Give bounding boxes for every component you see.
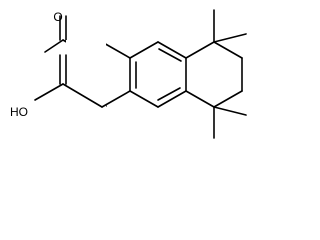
aromatic-double-bond-bottom	[157, 87, 181, 101]
bond-ring-ch2	[101, 41, 131, 59]
bond-sat-c5-c6	[213, 41, 243, 59]
chemical-structure: O HO	[10, 9, 247, 139]
bond-sat-c8-a3	[185, 90, 215, 108]
bond-sat-c7-c8	[213, 90, 243, 108]
carbonyl-oxygen-label: O	[53, 10, 62, 24]
bond-sat-a2-c5	[185, 41, 215, 59]
methyl-top-right	[213, 33, 247, 43]
bond-ring-a3-a4	[157, 90, 187, 108]
bond-c-to-oh-link	[34, 83, 64, 101]
bond-ring-a1-a2	[157, 41, 187, 59]
structure-canvas: O HO	[10, 9, 247, 139]
methyl-bottom-right	[213, 106, 247, 116]
bond-carbonyl-c-to-oh	[44, 39, 64, 53]
bond-ring-a6-a1	[129, 41, 159, 59]
bond-ring-a4-a5	[129, 90, 159, 108]
bond-ch2-to-c	[62, 83, 103, 108]
aromatic-double-bond-top	[158, 48, 182, 62]
bond-ring-to-ch2	[101, 90, 131, 108]
hydroxyl-label: HO	[10, 105, 28, 119]
